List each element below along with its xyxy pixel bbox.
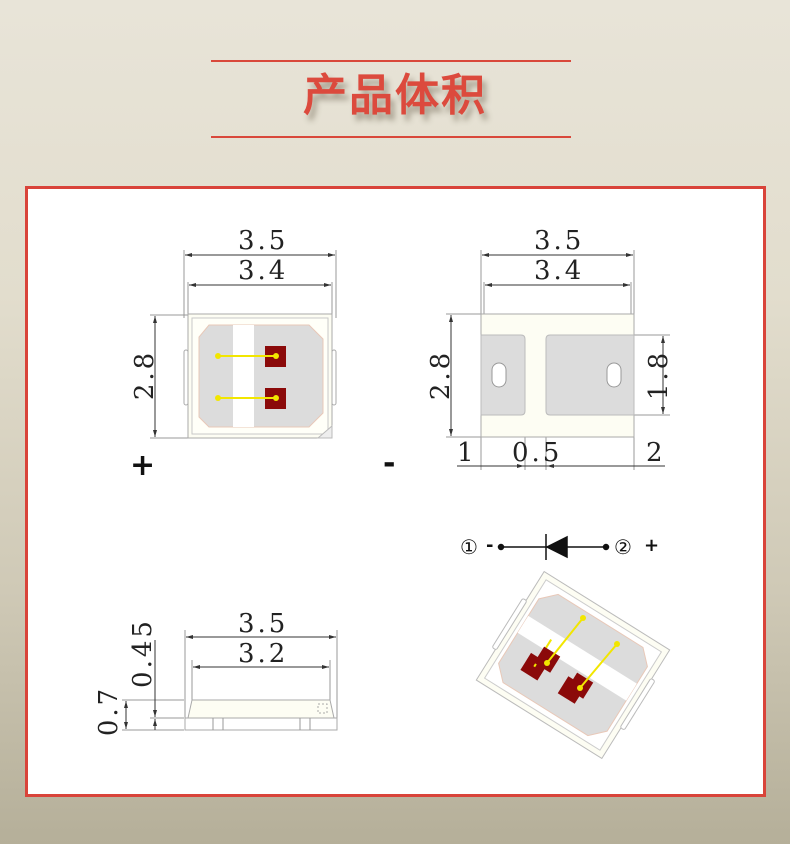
side-view-width-inner-label: 3.2 xyxy=(238,639,289,669)
pin2-label: ② xyxy=(614,535,632,559)
pin1-label: ① xyxy=(460,535,478,559)
top-view-package xyxy=(150,250,337,439)
bottom-view-width-inner-label: 3.4 xyxy=(534,256,585,286)
diode-symbol xyxy=(497,534,610,560)
top-view-width-inner-label: 3.4 xyxy=(238,256,289,286)
bottom-view-package xyxy=(446,250,670,470)
side-view-total-height-label: 0.7 xyxy=(94,685,125,737)
top-view-polarity-plus: + xyxy=(130,448,156,483)
bottom-view-gap-label: 0.5 xyxy=(512,438,563,468)
page-title: 产品体积 xyxy=(303,70,487,121)
bottom-view-height-label: 2.8 xyxy=(426,349,457,401)
isometric-package-view xyxy=(475,570,671,760)
side-view-package xyxy=(122,630,338,731)
bottom-view-pad-height-label: 1.8 xyxy=(644,349,675,401)
side-view-width-outer-label: 3.5 xyxy=(238,609,289,639)
bottom-view-left-pad-label: 1 xyxy=(457,438,477,468)
title-top-rule xyxy=(211,60,571,62)
top-view-width-outer-label: 3.5 xyxy=(238,226,289,256)
pin1-polarity: - xyxy=(486,535,494,556)
title-bottom-rule xyxy=(211,136,571,138)
bottom-view-right-pad-label: 2 xyxy=(646,438,666,468)
side-view-lens-height-label: 0.45 xyxy=(127,618,158,688)
bottom-view-polarity-minus: - xyxy=(383,446,396,481)
pin2-polarity: + xyxy=(644,535,660,556)
top-view-height-label: 2.8 xyxy=(130,349,161,401)
bottom-view-width-outer-label: 3.5 xyxy=(534,226,585,256)
